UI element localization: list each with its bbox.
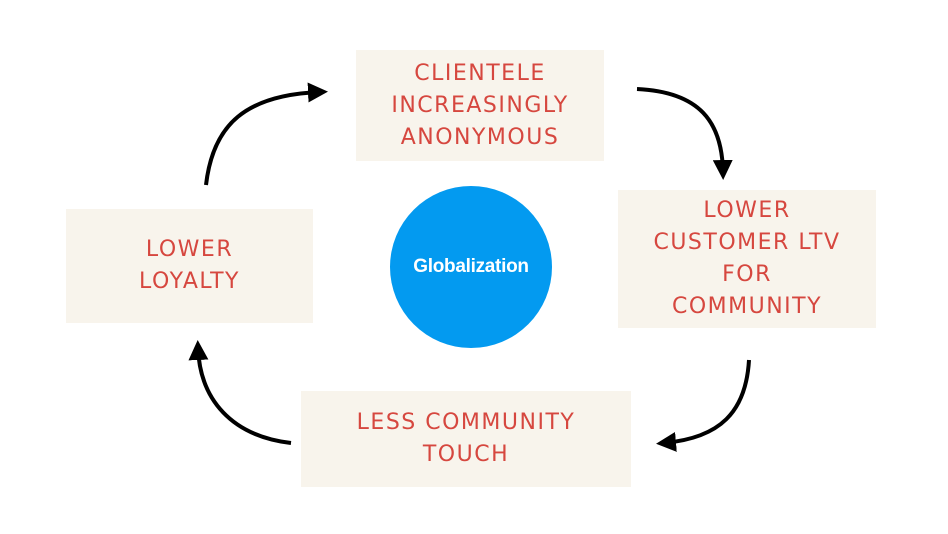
arrow-right-to-bottom bbox=[656, 359, 751, 452]
node-label: LOWER LOYALTY bbox=[139, 237, 240, 294]
arrow-bottom-to-left bbox=[188, 340, 292, 445]
arrow-top-to-right bbox=[636, 87, 733, 180]
hub-label: Globalization bbox=[413, 256, 529, 277]
node-lower-loyalty: LOWER LOYALTY bbox=[66, 209, 313, 323]
hub-globalization: Globalization bbox=[390, 186, 552, 348]
node-label: CLIENTELE INCREASINGLY ANONYMOUS bbox=[391, 60, 569, 150]
arrow-left-to-top bbox=[204, 82, 328, 186]
node-label: LOWER CUSTOMER LTV FOR COMMUNITY bbox=[653, 198, 841, 319]
node-label: LESS COMMUNITY TOUCH bbox=[356, 410, 576, 467]
node-clientele-anonymous: CLIENTELE INCREASINGLY ANONYMOUS bbox=[356, 50, 604, 161]
node-lower-customer-ltv: LOWER CUSTOMER LTV FOR COMMUNITY bbox=[618, 190, 876, 328]
node-less-community-touch: LESS COMMUNITY TOUCH bbox=[301, 391, 631, 487]
